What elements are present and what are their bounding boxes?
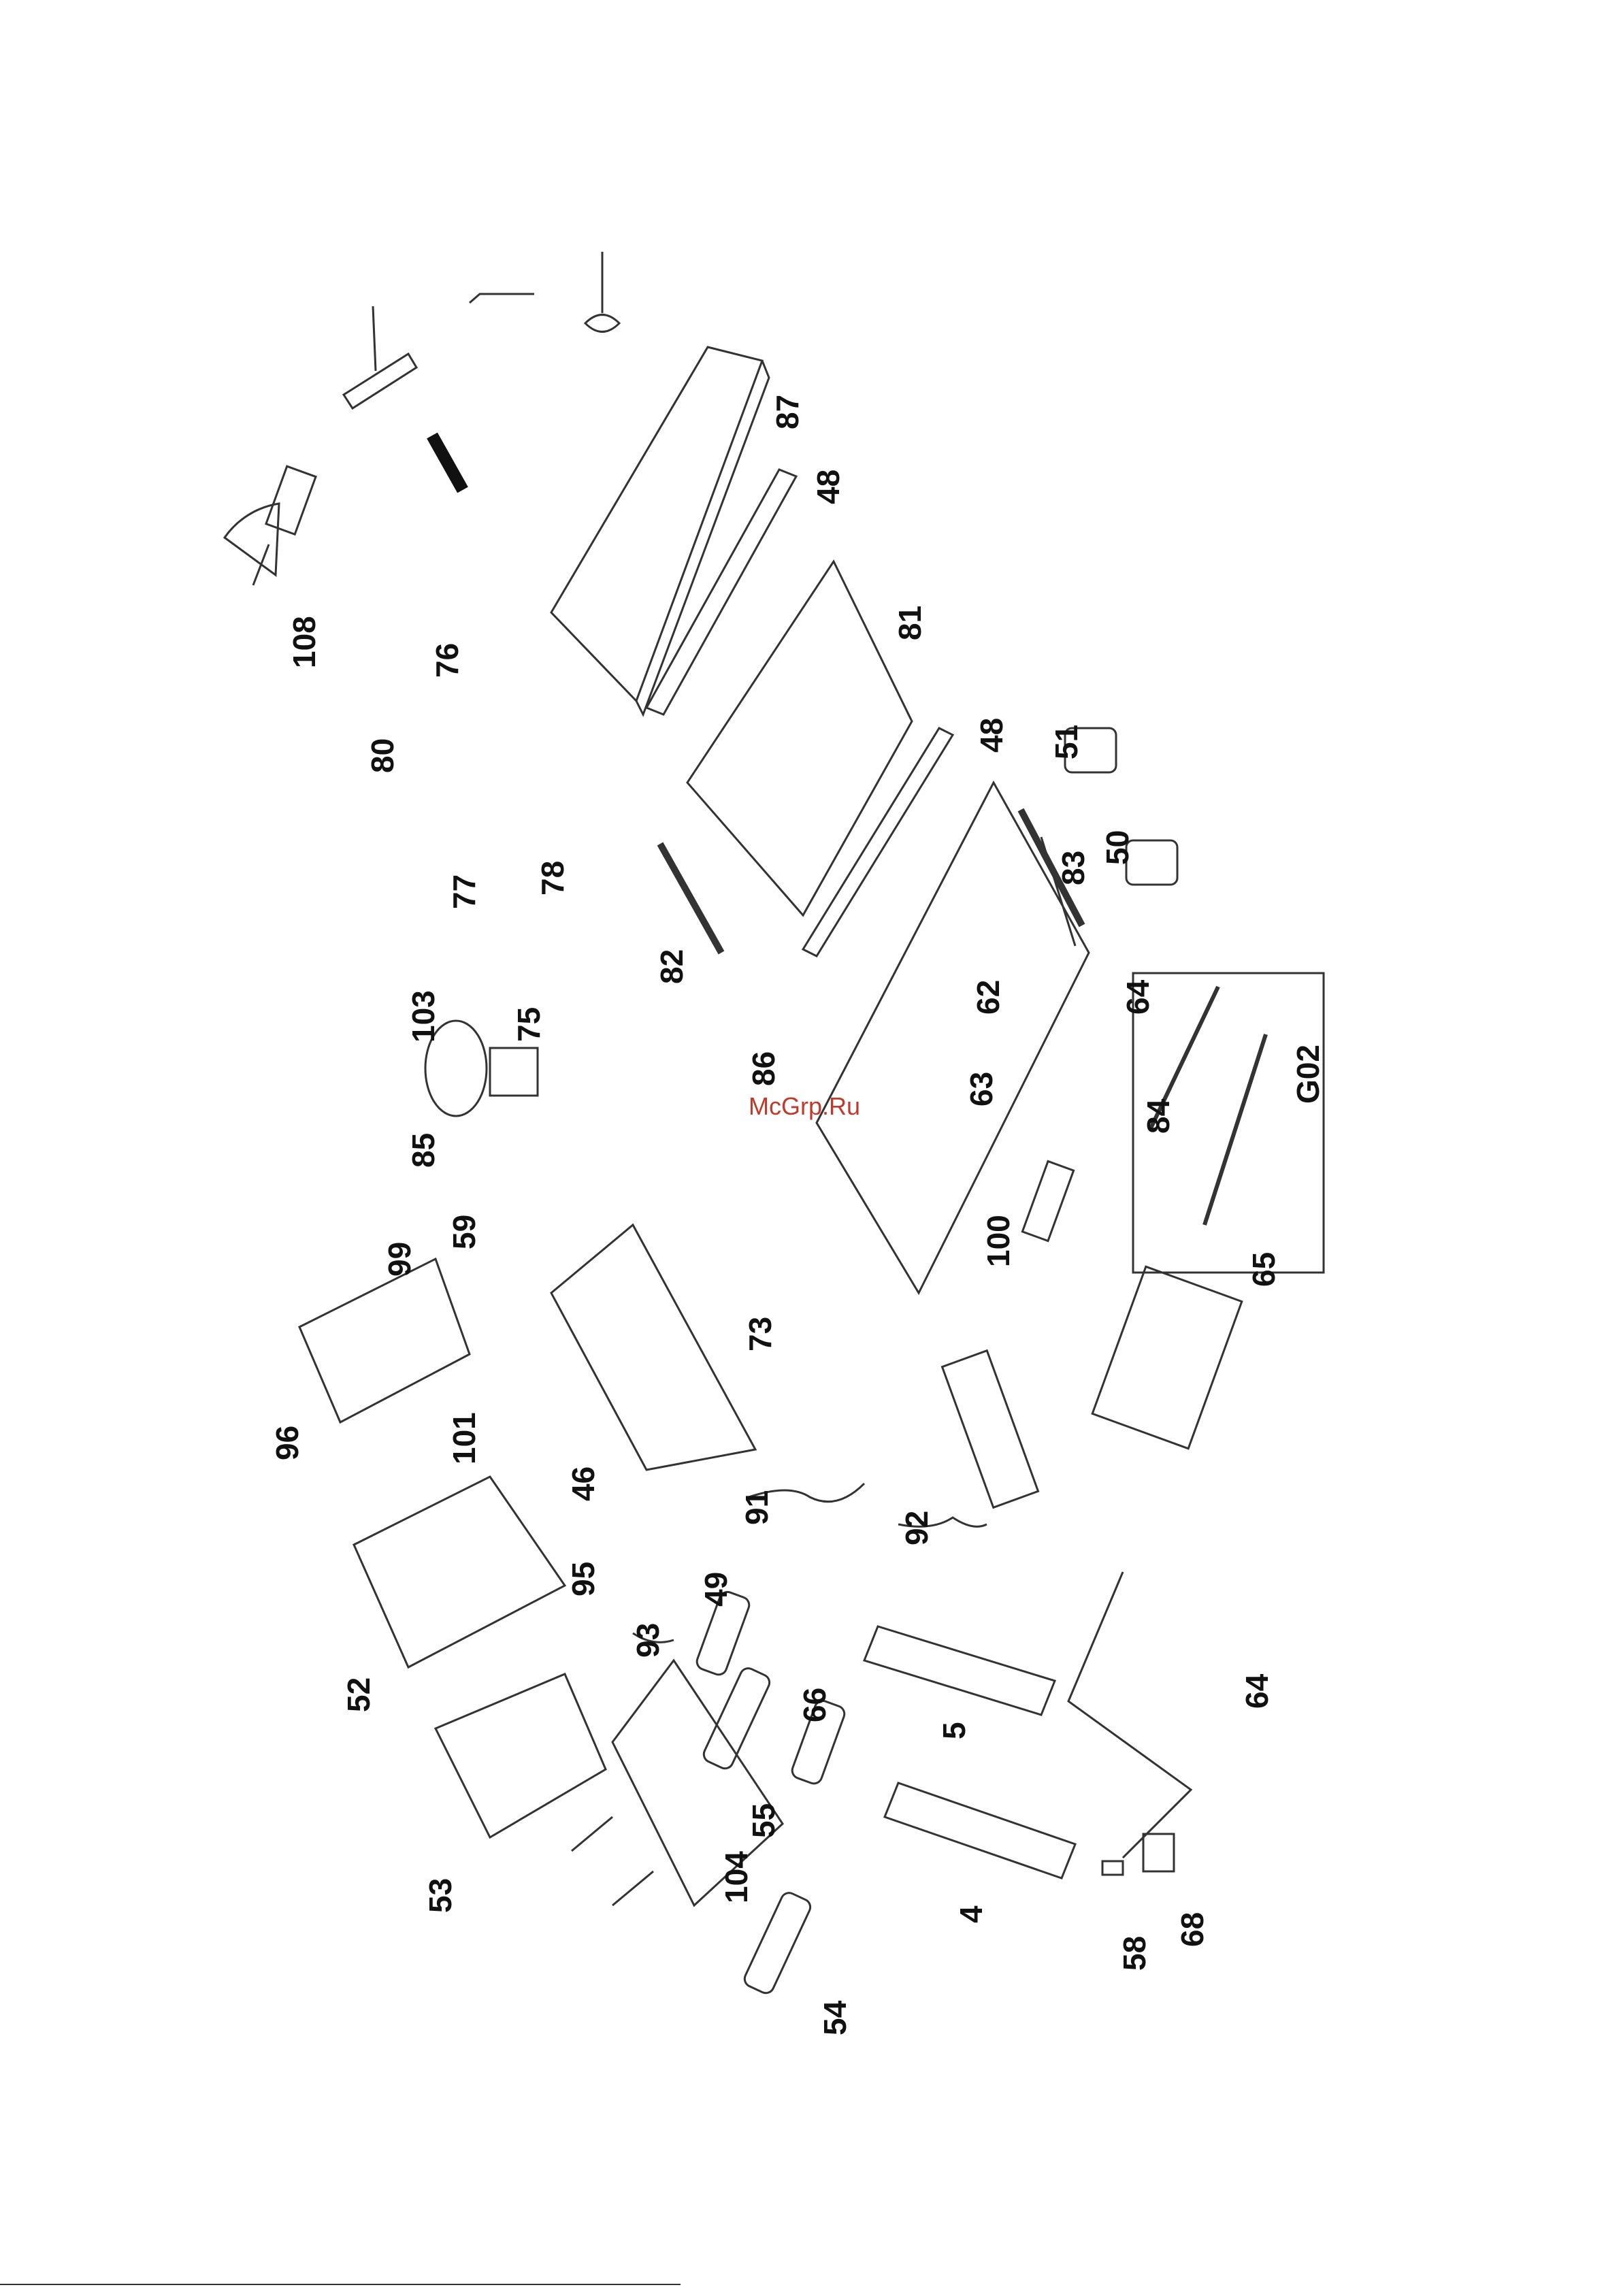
base-crossframe xyxy=(1068,1572,1191,1858)
bottom-rule xyxy=(0,2284,681,2285)
label-80: 80 xyxy=(364,738,401,773)
label-62: 62 xyxy=(970,980,1006,1015)
label-68: 68 xyxy=(1174,1912,1211,1947)
label-96: 96 xyxy=(269,1426,306,1460)
label-59: 59 xyxy=(446,1215,482,1249)
foot-pad-68 xyxy=(1143,1834,1174,1871)
label-53: 53 xyxy=(422,1878,459,1913)
motor-hood-46 xyxy=(551,1225,755,1470)
screwdriver-tool xyxy=(585,252,619,332)
upright-tube-b xyxy=(612,1871,653,1905)
label-78: 78 xyxy=(534,861,571,896)
deck-plate-81 xyxy=(687,561,912,915)
label-g02: G02 xyxy=(1290,1045,1326,1104)
label-92: 92 xyxy=(898,1511,935,1545)
label-52: 52 xyxy=(340,1677,377,1712)
label-108: 108 xyxy=(286,616,323,668)
deck-board-87-edge xyxy=(636,361,769,715)
label-84: 84 xyxy=(1140,1099,1177,1134)
foot-pad-58 xyxy=(1102,1861,1123,1875)
label-93: 93 xyxy=(629,1623,666,1658)
label-77: 77 xyxy=(446,874,482,909)
lift-tube-65 xyxy=(1205,1034,1266,1225)
base-beam-4 xyxy=(885,1783,1075,1878)
label-103: 103 xyxy=(405,990,442,1043)
label-85: 85 xyxy=(405,1133,442,1168)
allen-key xyxy=(470,294,534,303)
upright-tube-a xyxy=(572,1817,612,1851)
label-99: 99 xyxy=(381,1242,418,1277)
label-48-top: 48 xyxy=(810,470,847,504)
front-roller-82 xyxy=(660,844,721,953)
side-cover xyxy=(942,1351,1038,1508)
console-frame-52 xyxy=(354,1477,565,1667)
label-66: 66 xyxy=(796,1688,833,1722)
t-handle-wrench xyxy=(344,306,416,408)
motor-mount xyxy=(490,1048,538,1096)
side-rail-48b xyxy=(803,728,953,956)
console-cover-53 xyxy=(436,1674,606,1837)
lift-frame xyxy=(1092,1266,1242,1448)
label-87: 87 xyxy=(769,395,806,429)
label-55: 55 xyxy=(745,1803,782,1838)
label-91: 91 xyxy=(738,1490,775,1525)
label-104: 104 xyxy=(718,1851,755,1903)
label-54: 54 xyxy=(817,2001,853,2035)
label-63: 63 xyxy=(963,1072,1000,1106)
label-100: 100 xyxy=(980,1215,1017,1267)
label-48-lower: 48 xyxy=(973,718,1010,753)
label-86: 86 xyxy=(745,1051,782,1086)
label-51: 51 xyxy=(1048,725,1085,759)
label-4: 4 xyxy=(953,1905,989,1923)
label-64-lower: 64 xyxy=(1239,1674,1275,1709)
safety-key-strip xyxy=(432,436,463,490)
label-46: 46 xyxy=(565,1466,602,1501)
label-75: 75 xyxy=(510,1007,547,1042)
lubricant-bottle xyxy=(225,466,316,585)
bracket-100 xyxy=(1022,1161,1073,1241)
label-101: 101 xyxy=(446,1412,482,1464)
label-5: 5 xyxy=(936,1722,972,1739)
watermark-text: McGrp.Ru xyxy=(749,1092,860,1121)
label-81: 81 xyxy=(891,606,928,640)
console-96 xyxy=(299,1259,470,1422)
label-58: 58 xyxy=(1116,1936,1153,1971)
deck-board-87 xyxy=(551,347,762,701)
upright-frame xyxy=(612,1660,783,1905)
base-beam-5 xyxy=(864,1626,1055,1715)
label-65: 65 xyxy=(1245,1252,1282,1287)
armrest-54 xyxy=(742,1890,813,1996)
label-50: 50 xyxy=(1099,830,1136,865)
label-49: 49 xyxy=(698,1572,734,1607)
label-95: 95 xyxy=(565,1562,602,1596)
label-82: 82 xyxy=(653,949,690,984)
label-83: 83 xyxy=(1055,851,1092,885)
label-64-upper: 64 xyxy=(1119,980,1156,1015)
label-73: 73 xyxy=(742,1317,779,1351)
label-76: 76 xyxy=(429,643,465,678)
